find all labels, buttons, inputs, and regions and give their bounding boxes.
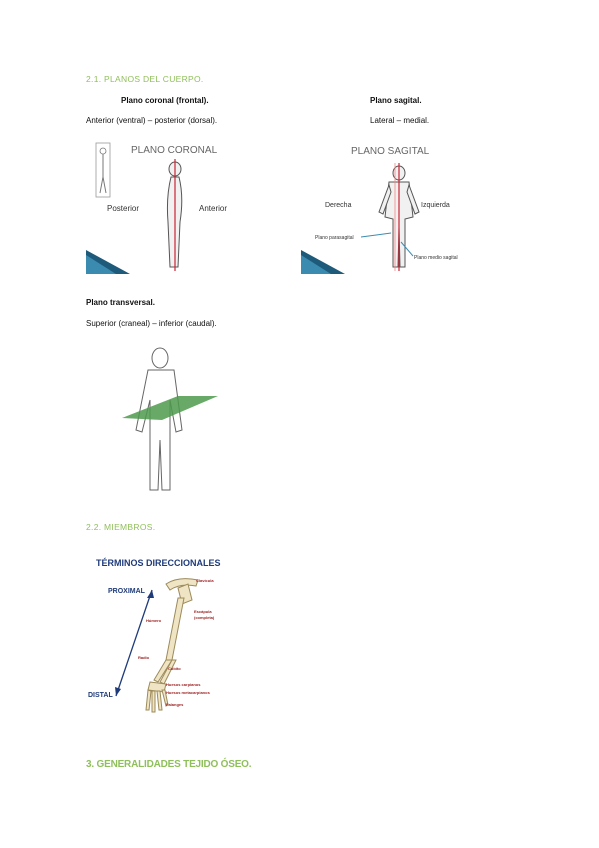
transversal-description: Superior (craneal) – inferior (caudal).: [86, 319, 217, 328]
directional-title: TÉRMINOS DIRECCIONALES: [96, 558, 221, 568]
bone-label-radio: Radio: [138, 655, 150, 660]
section-heading-bone-tissue: 3. GENERALIDADES TEJIDO ÓSEO.: [86, 759, 252, 770]
coronal-label-posterior: Posterior: [107, 204, 139, 213]
coronal-description: Anterior (ventral) – posterior (dorsal).: [86, 116, 218, 125]
sagittal-plane-image: PLANO SAGITAL Derecha Izquierda Plano pa…: [301, 137, 476, 274]
sagittal-image-title: PLANO SAGITAL: [351, 146, 430, 157]
transversal-title: Plano transversal.: [86, 298, 155, 307]
sagittal-label-derecha: Derecha: [325, 202, 352, 209]
sagittal-label-izquierda: Izquierda: [421, 202, 450, 209]
bone-label-falanges: Falanges: [166, 702, 184, 707]
coronal-title: Plano coronal (frontal).: [121, 96, 209, 105]
distal-label: DISTAL: [88, 692, 113, 699]
section-heading-members: 2.2. MIEMBROS.: [86, 522, 156, 532]
coronal-image-title: PLANO CORONAL: [131, 145, 218, 156]
sagittal-description: Lateral – medial.: [370, 116, 430, 125]
sagittal-label-medio: Plano medio sagital: [414, 255, 458, 261]
transversal-plane-image: [118, 340, 224, 500]
directional-terms-image: TÉRMINOS DIRECCIONALES PROXIMAL DISTAL C…: [86, 550, 231, 720]
bone-label-completa: (completa): [194, 615, 215, 620]
section-heading-planes: 2.1. PLANOS DEL CUERPO.: [86, 74, 204, 84]
proximal-label: PROXIMAL: [108, 588, 146, 595]
bone-label-metacarpianos: Huesos metacarpianos: [166, 690, 211, 695]
sagittal-label-parasagital: Plano parasagital: [315, 235, 354, 241]
bone-label-escapula: Escápula: [194, 609, 212, 614]
bone-label-clavicula: Clavícula: [196, 578, 214, 583]
coronal-label-anterior: Anterior: [199, 204, 227, 213]
bone-label-cubito: Cúbito: [168, 666, 181, 671]
bone-label-humero: Húmero: [146, 618, 162, 623]
coronal-plane-image: PLANO CORONAL Posterior Anterior: [86, 137, 230, 274]
bone-label-carpianos: Huesos carpianos: [166, 682, 201, 687]
sagittal-title: Plano sagital.: [370, 96, 422, 105]
